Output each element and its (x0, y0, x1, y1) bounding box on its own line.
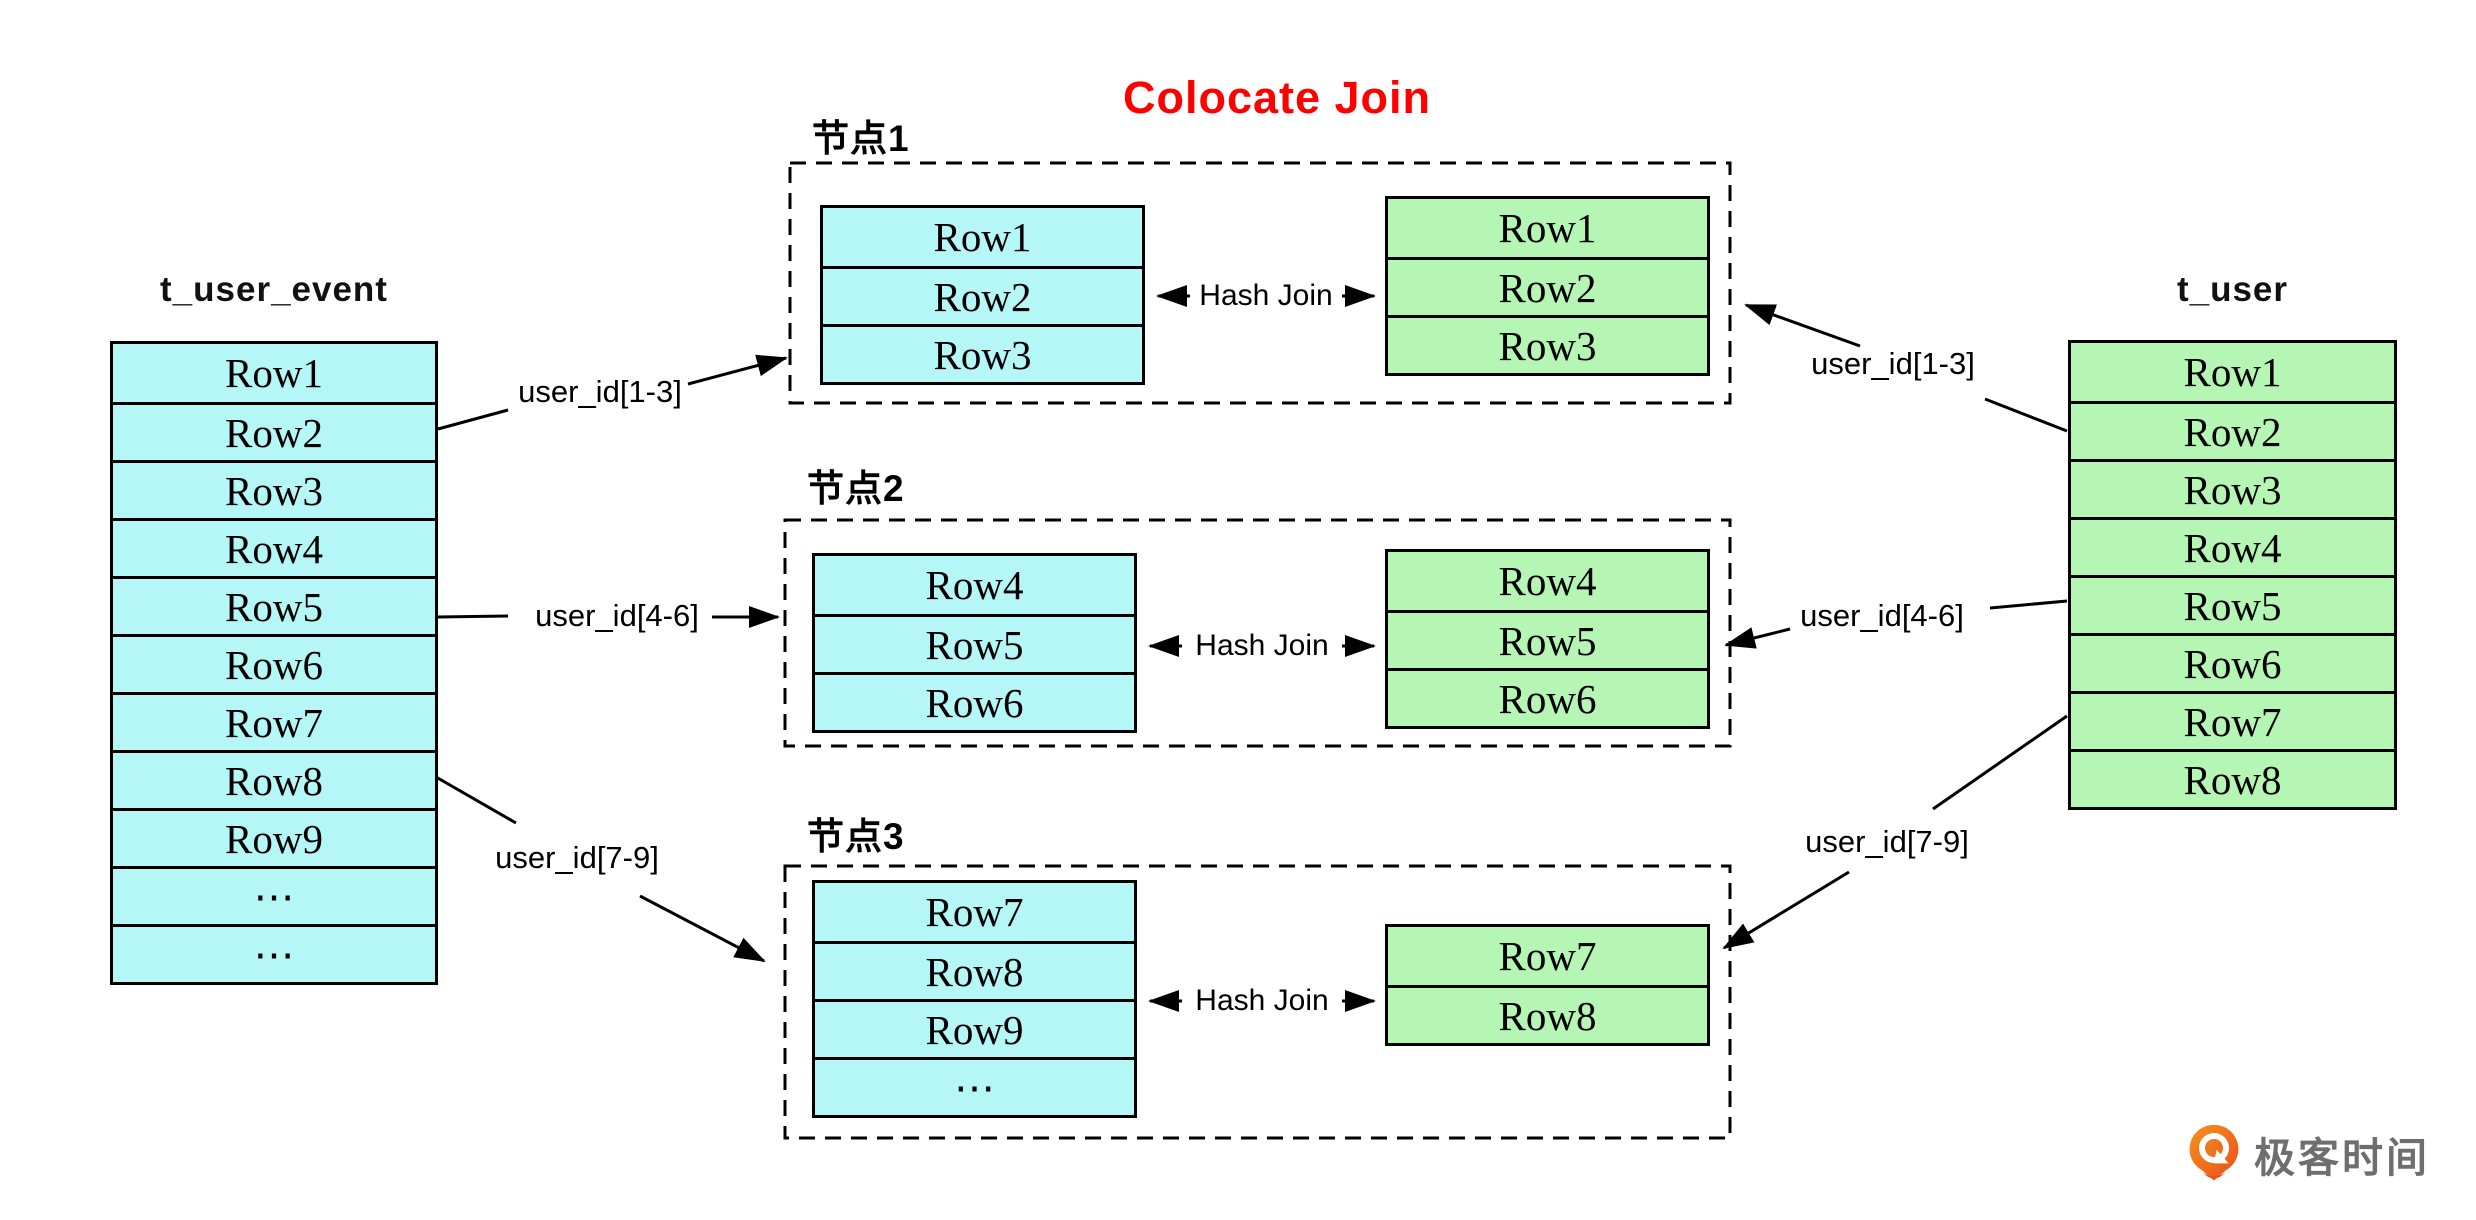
table-row: Row2 (113, 402, 435, 460)
table-row: Row2 (2071, 401, 2394, 459)
table-row: Row5 (2071, 575, 2394, 633)
connector-arrow (639, 894, 766, 963)
table-row: Row1 (933, 214, 1032, 260)
node3-hash-join: Hash Join (1142, 984, 1382, 1017)
connector-arrow (1724, 627, 1791, 649)
table-row: Row6 (113, 634, 435, 692)
table-row: Row4 (2071, 517, 2394, 575)
connector-arrow (1744, 303, 1861, 348)
edge-label-left-1: user_id[1-3] (518, 374, 682, 409)
connector-line (1989, 599, 2068, 610)
table-row: Row4 (113, 518, 435, 576)
node1-label: 节点1 (812, 118, 910, 159)
connector-line (1932, 714, 2068, 811)
node2-hash-join: Hash Join (1142, 629, 1382, 662)
node3-boundary (783, 864, 1732, 1140)
table-row: ⋯ (113, 866, 435, 924)
hash-join-right-arrow-icon (1342, 635, 1376, 657)
left-table-caption: t_user_event (160, 270, 388, 309)
connector-arrow (1722, 870, 1850, 950)
table-row: Row1 (2183, 349, 2282, 395)
edge-label-right-1: user_id[1-3] (1811, 346, 1975, 381)
table-row: ⋯ (815, 1057, 1134, 1115)
table-row: Row1 (1498, 205, 1597, 251)
table-row: Row3 (113, 460, 435, 518)
hash-join-label: Hash Join (1199, 279, 1333, 312)
table-row: Row2 (823, 266, 1142, 324)
hash-join-right-arrow-icon (1342, 285, 1376, 307)
table-row: Row8 (113, 750, 435, 808)
hash-join-right-arrow-icon (1342, 990, 1376, 1012)
hash-join-label: Hash Join (1195, 984, 1329, 1017)
connector-line (435, 775, 517, 825)
hash-join-label: Hash Join (1195, 629, 1329, 662)
table-row: Row3 (823, 324, 1142, 382)
edge-label-right-2: user_id[4-6] (1800, 598, 1964, 633)
node3-label: 节点3 (807, 816, 905, 857)
node2-label: 节点2 (807, 468, 905, 509)
connector-arrow (687, 354, 788, 386)
edge-label-left-3: user_id[7-9] (495, 840, 659, 875)
connector-line (1984, 397, 2068, 433)
table-row: Row8 (2071, 749, 2394, 807)
table-row: Row7 (1498, 933, 1597, 979)
table-row: Row1 (225, 350, 323, 396)
table-row: Row3 (2071, 459, 2394, 517)
diagram-title: Colocate Join (1122, 72, 1432, 123)
edge-label-left-2: user_id[4-6] (535, 598, 699, 633)
right-table-caption: t_user (2176, 270, 2289, 309)
table-row: Row8 (1388, 985, 1707, 1043)
table-row: Row5 (113, 576, 435, 634)
node1-boundary (788, 161, 1732, 405)
table-row: Row9 (815, 999, 1134, 1057)
edge-label-right-3: user_id[7-9] (1805, 824, 1969, 859)
node1-hash-join: Hash Join (1150, 279, 1382, 312)
hash-join-left-arrow-icon (1148, 990, 1182, 1012)
table-row: ⋯ (113, 924, 435, 982)
table-row: Row4 (925, 562, 1024, 608)
connector-line (437, 408, 509, 431)
hash-join-left-arrow-icon (1156, 285, 1190, 307)
table-row: Row5 (1388, 610, 1707, 668)
table-row: Row8 (815, 941, 1134, 999)
connector-line (437, 614, 509, 619)
node2-boundary (783, 518, 1732, 748)
table-row: Row9 (113, 808, 435, 866)
table-row: Row5 (815, 614, 1134, 672)
table-row: Row6 (815, 672, 1134, 730)
table-row: Row6 (1388, 668, 1707, 726)
table-row: Row7 (925, 889, 1024, 935)
table-row: Row2 (1388, 257, 1707, 315)
table-row: Row6 (2071, 633, 2394, 691)
table-row: Row7 (2071, 691, 2394, 749)
geektime-logo-text: 极客时间 (2254, 1135, 2430, 1181)
hash-join-left-arrow-icon (1148, 635, 1182, 657)
geektime-watermark: 极客时间 (2188, 1124, 2430, 1184)
geektime-logo-icon (2189, 1124, 2239, 1181)
table-row: Row4 (1498, 558, 1597, 604)
table-row: Row3 (1388, 315, 1707, 373)
table-row: Row7 (113, 692, 435, 750)
